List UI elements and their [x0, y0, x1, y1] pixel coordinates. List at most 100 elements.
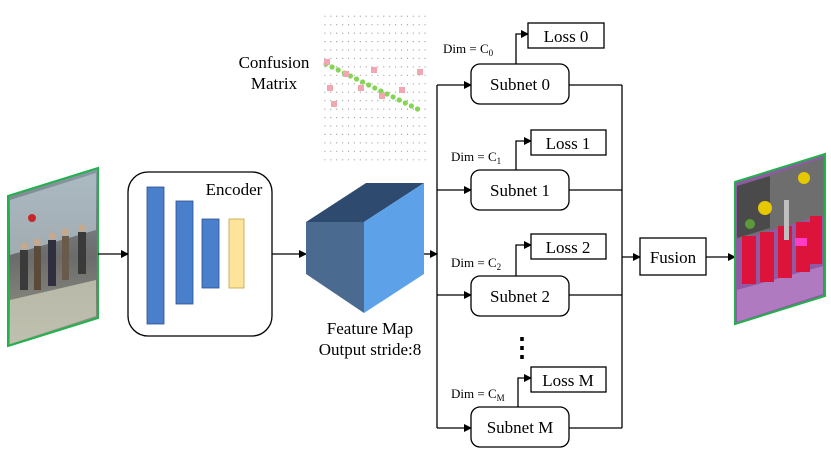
confusion-cell — [377, 15, 379, 17]
confusion-cell — [412, 49, 414, 51]
confusion-cell — [342, 32, 344, 34]
confusion-cell — [365, 150, 367, 152]
confusion-cell — [342, 57, 344, 60]
confusion-error-cell — [331, 101, 337, 107]
confusion-cell — [383, 32, 385, 34]
confusion-cell — [324, 49, 326, 51]
confusion-cell — [342, 159, 344, 161]
confusion-cell — [400, 15, 403, 17]
confusion-cell — [330, 133, 332, 135]
confusion-cell — [359, 49, 361, 51]
confusion-cell — [324, 32, 326, 34]
confusion-cell — [353, 133, 355, 135]
confusion-cell — [412, 91, 414, 93]
confusion-cell — [400, 24, 403, 26]
confusion-cell — [342, 83, 344, 85]
confusion-matrix — [323, 15, 426, 161]
confusion-cell — [406, 57, 408, 60]
confusion-cell — [330, 57, 332, 60]
confusion-cell — [365, 108, 367, 110]
confusion-diagonal-cell — [408, 103, 414, 109]
confusion-error-cell — [358, 85, 364, 91]
confusion-cell — [383, 15, 385, 17]
encoder-block-3 — [201, 218, 220, 289]
confusion-cell — [377, 24, 379, 26]
confusion-cell — [406, 159, 408, 161]
confusion-cell — [342, 150, 344, 152]
confusion-cell — [418, 15, 420, 17]
confusion-cell — [324, 91, 326, 93]
confusion-cell — [383, 142, 385, 144]
confusion-cell — [418, 117, 420, 119]
confusion-cell — [330, 117, 332, 119]
confusion-cell — [400, 117, 403, 119]
confusion-cell — [377, 159, 379, 161]
confusion-cell — [353, 49, 355, 51]
confusion-diagonal-cell — [414, 106, 421, 112]
confusion-cell — [359, 108, 361, 110]
confusion-cell — [400, 159, 403, 161]
confusion-cell — [336, 108, 338, 110]
loss-m-label: Loss M — [542, 371, 593, 390]
confusion-diagonal-cell — [390, 94, 396, 100]
confusion-diagonal-cell — [347, 73, 353, 79]
confusion-cell — [377, 150, 379, 152]
confusion-cell — [377, 41, 379, 43]
confusion-cell — [359, 125, 361, 127]
confusion-cell — [353, 117, 355, 119]
confusion-cell — [418, 159, 420, 161]
confusion-cell — [353, 66, 355, 68]
confusion-cell — [377, 133, 379, 135]
confusion-cell — [371, 32, 373, 34]
confusion-cell — [389, 83, 391, 85]
confusion-cell — [395, 15, 397, 17]
confusion-cell — [353, 32, 355, 34]
confusion-cell — [336, 15, 338, 17]
confusion-cell — [400, 125, 403, 127]
confusion-cell — [383, 159, 385, 161]
confusion-cell — [342, 15, 344, 17]
confusion-cell — [412, 142, 414, 144]
confusion-cell — [347, 159, 350, 161]
confusion-cell — [383, 49, 385, 51]
confusion-cell — [371, 142, 373, 144]
confusion-cell — [377, 57, 379, 60]
confusion-cell — [347, 15, 350, 17]
confusion-cell — [412, 83, 414, 85]
confusion-label-1: Confusion — [239, 53, 310, 72]
confusion-cell — [324, 66, 326, 68]
confusion-cell — [330, 142, 332, 144]
confusion-cell — [347, 125, 350, 127]
confusion-cell — [342, 125, 344, 127]
confusion-cell — [389, 133, 391, 135]
confusion-cell — [412, 159, 414, 161]
encoder-box: Encoder — [127, 171, 273, 337]
dim-1-label: Dim = C1 — [451, 149, 501, 166]
confusion-cell — [324, 159, 326, 161]
confusion-cell — [365, 57, 367, 60]
confusion-cell — [359, 66, 361, 68]
confusion-cell — [365, 66, 367, 68]
confusion-cell — [342, 108, 344, 110]
confusion-cell — [371, 100, 373, 102]
confusion-cell — [342, 66, 344, 68]
confusion-cell — [347, 91, 350, 93]
confusion-cell — [347, 133, 350, 135]
loss-2-label: Loss 2 — [546, 238, 591, 257]
feature-map-cube — [306, 183, 424, 313]
confusion-error-cell — [371, 67, 377, 73]
confusion-cell — [336, 83, 338, 85]
confusion-cell — [359, 41, 361, 43]
confusion-cell — [371, 74, 373, 76]
confusion-cell — [389, 49, 391, 51]
confusion-cell — [365, 24, 367, 26]
confusion-cell — [424, 24, 426, 26]
confusion-cell — [418, 57, 420, 60]
confusion-cell — [336, 133, 338, 135]
confusion-cell — [389, 150, 391, 152]
confusion-cell — [406, 142, 408, 144]
confusion-cell — [359, 74, 361, 76]
confusion-cell — [383, 66, 385, 68]
confusion-cell — [336, 57, 338, 60]
confusion-cell — [365, 125, 367, 127]
